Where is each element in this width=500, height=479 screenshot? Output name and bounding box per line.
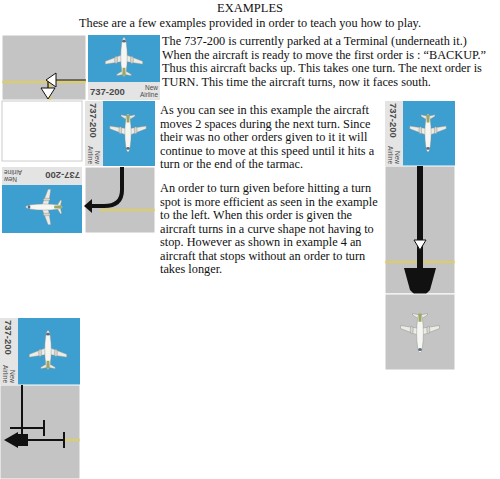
instruction-paragraph: The 737-200 is currently parked at a Ter… [162, 35, 498, 89]
aircraft-label-strip: 737-200New Airline [0, 318, 18, 385]
aircraft-model: 737-200 [4, 320, 15, 355]
aircraft-tile: 737-200 New Airline [2, 167, 82, 233]
aircraft-label-strip: 737-200 New Airline [2, 167, 82, 185]
page-title: EXAMPLES [0, 2, 500, 16]
instruction-paragraph: As you can see in this example the aircr… [160, 104, 382, 172]
aircraft-model: 737-200 [89, 103, 100, 138]
aircraft-tile: 737-200 New Airline [88, 35, 160, 100]
airline-name: New Airline [387, 144, 401, 164]
airline-name: New Airline [2, 363, 16, 383]
airline-name: New Airline [87, 144, 101, 164]
aircraft-model: 737-200 [45, 171, 80, 182]
airline-name: New Airline [138, 84, 158, 98]
aircraft-model: 737-200 [389, 103, 400, 138]
aircraft-label-strip: 737-200 New Airline [88, 82, 160, 100]
aircraft-tile: 737-200New Airline [385, 101, 455, 166]
aircraft-tile: 737-200New Airline [0, 318, 80, 385]
instruction-paragraph: An order to turn given before hitting a … [160, 182, 382, 277]
aircraft-tile: 737-200New Airline [85, 101, 155, 166]
airline-name: New Airline [4, 169, 24, 183]
aircraft-model: 737-200 [90, 86, 125, 97]
aircraft-label-strip: 737-200New Airline [385, 101, 403, 166]
aircraft-label-strip: 737-200New Airline [85, 101, 103, 166]
intro-text: These are a few examples provided in ord… [40, 17, 460, 31]
